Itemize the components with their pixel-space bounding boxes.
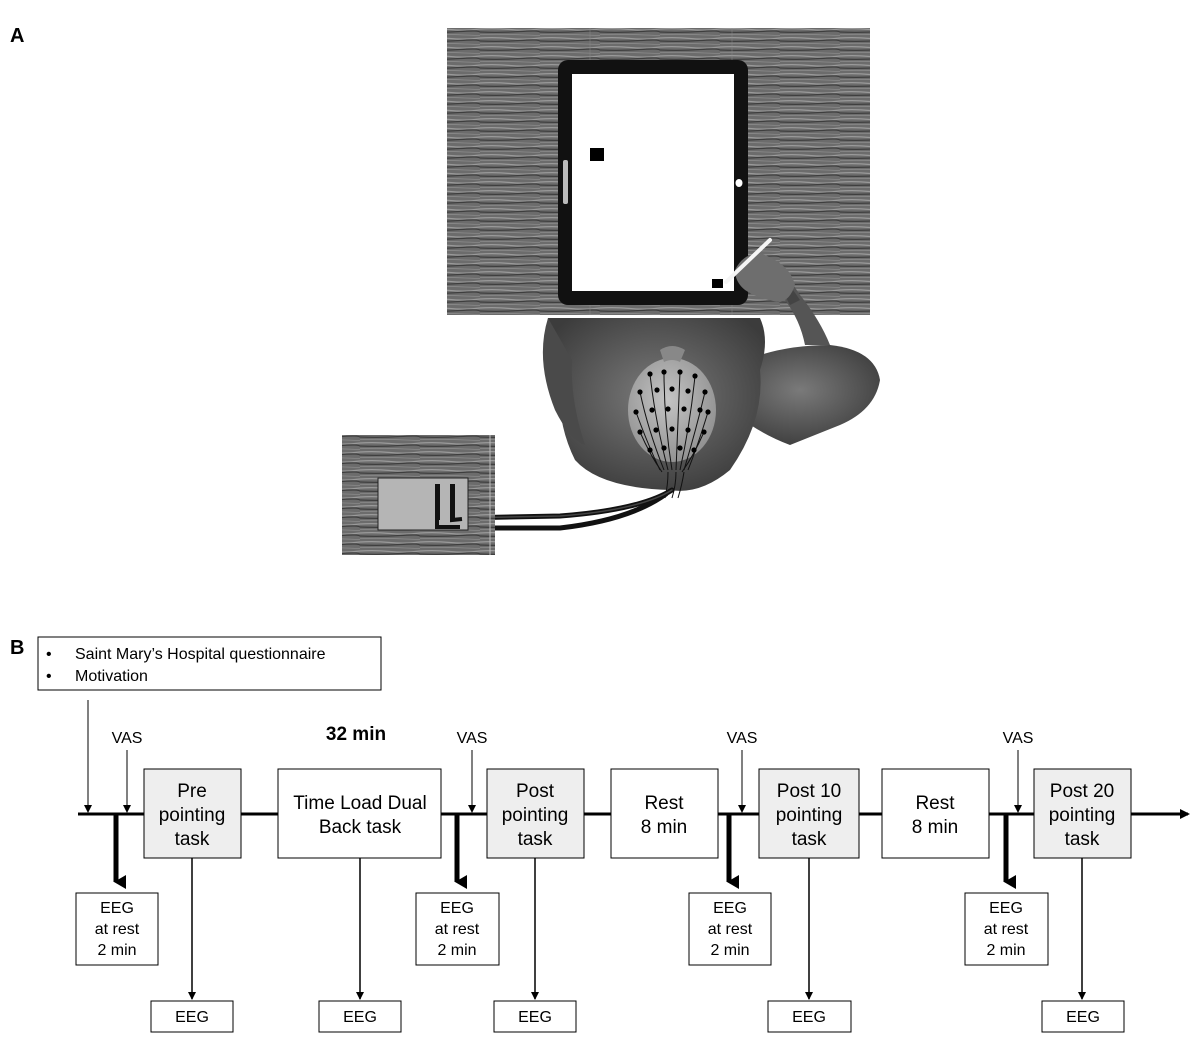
svg-text:EEG: EEG [518,1009,552,1026]
eeg-box [318,1000,402,1033]
eeg-box [150,1000,234,1033]
stylus [724,238,772,284]
task-box-post-10: Post 10 pointing task [758,768,860,859]
svg-text:Post 20: Post 20 [1050,781,1114,802]
panel-b-label: B [10,637,24,659]
svg-text:EEG: EEG [440,900,474,917]
questionnaire-item: Motivation [75,668,148,685]
svg-text:EEG: EEG [713,900,747,917]
eeg-box [493,1000,577,1033]
vas-label: VAS [1003,730,1034,747]
tablet [558,60,748,305]
eeg-rest-box [688,892,772,966]
task-box-post-20: Post 20 pointing task [1033,768,1132,859]
svg-text:•: • [46,646,52,663]
rest-box-2: Rest 8 min [881,768,990,859]
eeg-electrodes [635,371,709,499]
electrode-dots [633,369,711,453]
panel-a-label: A [10,25,24,47]
vas-label: VAS [112,730,143,747]
svg-text:2 min: 2 min [710,942,749,959]
eeg-task-groups: EEG EEG EEG EEG EEG [150,858,1125,1033]
target-square-icon [590,148,604,161]
head-eeg-cap [628,358,716,462]
svg-text:at rest: at rest [435,921,480,938]
svg-text:2 min: 2 min [986,942,1025,959]
tablet-camera [735,179,743,187]
svg-text:Rest: Rest [915,793,955,814]
svg-text:pointing: pointing [1049,805,1116,826]
vas-markers: VAS VAS VAS VAS [112,730,1034,813]
eeg-cable [449,487,675,531]
eeg-rest-box [415,892,500,966]
svg-text:Pre: Pre [177,781,207,802]
svg-text:Post 10: Post 10 [777,781,841,802]
tablet-screen [572,74,734,291]
svg-text:pointing: pointing [159,805,226,826]
svg-text:Rest: Rest [644,793,684,814]
svg-text:Post: Post [516,781,555,802]
svg-text:at rest: at rest [984,921,1029,938]
task-box-post: Post pointing task [486,768,585,859]
svg-text:pointing: pointing [776,805,843,826]
amplifier-connector [435,484,440,520]
duration-label: 32 min [326,724,386,745]
cursor-square-icon [712,279,723,288]
svg-text:EEG: EEG [792,1009,826,1026]
questionnaire-box [37,636,382,691]
svg-text:2 min: 2 min [97,942,136,959]
svg-text:at rest: at rest [95,921,140,938]
amplifier-connector [450,484,455,520]
svg-text:EEG: EEG [989,900,1023,917]
panel-a: A [10,25,880,555]
eeg-rest-box [75,892,159,966]
questionnaire-item: Saint Mary’s Hospital questionnaire [75,646,326,663]
eeg-rest-box [964,892,1049,966]
svg-text:Back task: Back task [319,817,402,838]
svg-text:task: task [1065,829,1100,850]
rest-box-1: Rest 8 min [610,768,719,859]
svg-text:EEG: EEG [100,900,134,917]
vas-label: VAS [727,730,758,747]
svg-text:2 min: 2 min [437,942,476,959]
svg-text:•: • [46,668,52,685]
svg-text:pointing: pointing [502,805,569,826]
eeg-box [767,1000,852,1033]
svg-text:task: task [175,829,210,850]
svg-text:EEG: EEG [1066,1009,1100,1026]
svg-text:EEG: EEG [343,1009,377,1026]
svg-text:8 min: 8 min [641,817,687,838]
task-box-pre: Pre pointing task [143,768,242,859]
svg-text:Time Load Dual: Time Load Dual [293,793,426,814]
panel-b: B • Saint Mary’s Hospital questionnaire … [10,636,1190,1033]
task-box-dual-back: Time Load Dual Back task [277,768,442,859]
eeg-box [1041,1000,1125,1033]
svg-text:task: task [792,829,827,850]
tablet-button [563,160,568,204]
svg-text:EEG: EEG [175,1009,209,1026]
vas-label: VAS [457,730,488,747]
eeg-rest-groups: EEG at rest 2 min EEG at rest 2 min EEG … [75,814,1049,966]
svg-text:at rest: at rest [708,921,753,938]
svg-text:8 min: 8 min [912,817,958,838]
svg-text:task: task [518,829,553,850]
